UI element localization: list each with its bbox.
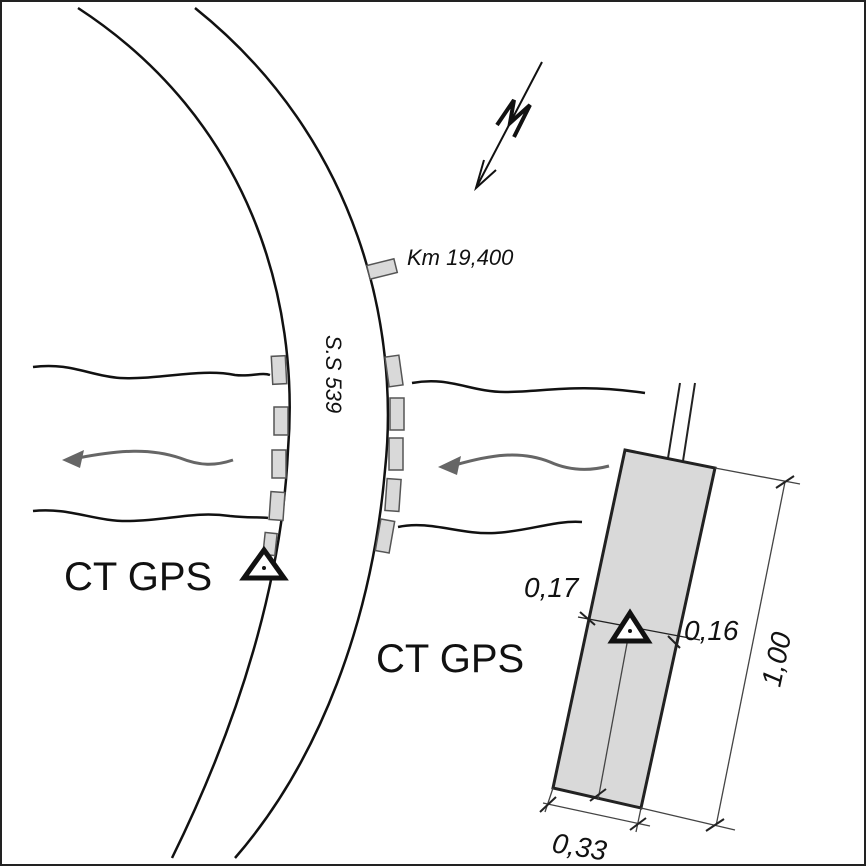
culvert-block [270, 354, 288, 386]
north-arrow-icon [474, 61, 543, 192]
dim-tick [629, 817, 647, 831]
road-name-label: S.S 539 [321, 335, 346, 413]
culvert-right [374, 354, 405, 554]
triangle-gps-icon [239, 545, 289, 581]
stream-bank-upper-left [32, 364, 271, 380]
culvert-block [384, 354, 404, 388]
gps-marker-left [239, 545, 289, 581]
flow-arrowhead-left [62, 450, 84, 468]
stream-bank-lower-left [32, 509, 269, 523]
flow-direction-icon [438, 453, 610, 475]
dim-ext-right [635, 807, 642, 833]
culvert-block [384, 477, 402, 513]
pipe-line-1 [667, 382, 681, 459]
gps-marker-dot [628, 629, 632, 633]
culvert-block [389, 397, 405, 431]
dim-tick [775, 475, 795, 489]
culvert-block [273, 406, 289, 436]
gps-label-right: CT GPS [376, 637, 524, 681]
triangle-gps-icon [607, 608, 653, 644]
culvert-block [271, 449, 287, 479]
north-arrow-head [474, 159, 497, 192]
dim-label-top-left: 0,17 [524, 572, 580, 603]
pipe-line-2 [682, 382, 696, 462]
gps-marker-right [607, 608, 653, 644]
dim-tick [667, 635, 681, 649]
culvert-left [262, 354, 289, 557]
road-right-edge [194, 7, 390, 859]
km-marker-post [365, 257, 399, 281]
road-left-edge [77, 6, 291, 859]
dim-line-length [715, 481, 786, 827]
flow-arrowhead-right [438, 456, 461, 475]
stream-bank-upper-right [411, 379, 646, 395]
flow-line-left [77, 449, 234, 466]
dim-label-top-right: 0,16 [684, 615, 739, 646]
km-marker-label: Km 19,400 [407, 245, 514, 270]
culvert-block [268, 490, 286, 522]
culvert-block [374, 518, 396, 554]
north-arrow-n-glyph [495, 98, 532, 138]
dim-line-width [542, 802, 651, 827]
stream-bank-lower-right [397, 520, 583, 535]
dim-tick [579, 611, 596, 626]
flow-line-right [454, 453, 610, 471]
gps-label-left: CT GPS [64, 555, 212, 599]
flow-direction-icon [62, 449, 234, 468]
block-axis-line [597, 637, 629, 801]
culvert-block [388, 437, 404, 471]
dim-ext-left [544, 787, 554, 813]
dim-tick [589, 788, 607, 802]
gps-marker-dot [262, 566, 266, 570]
dim-ext-bottom [640, 807, 736, 831]
dim-tick [539, 796, 557, 813]
dim-tick [705, 818, 725, 832]
